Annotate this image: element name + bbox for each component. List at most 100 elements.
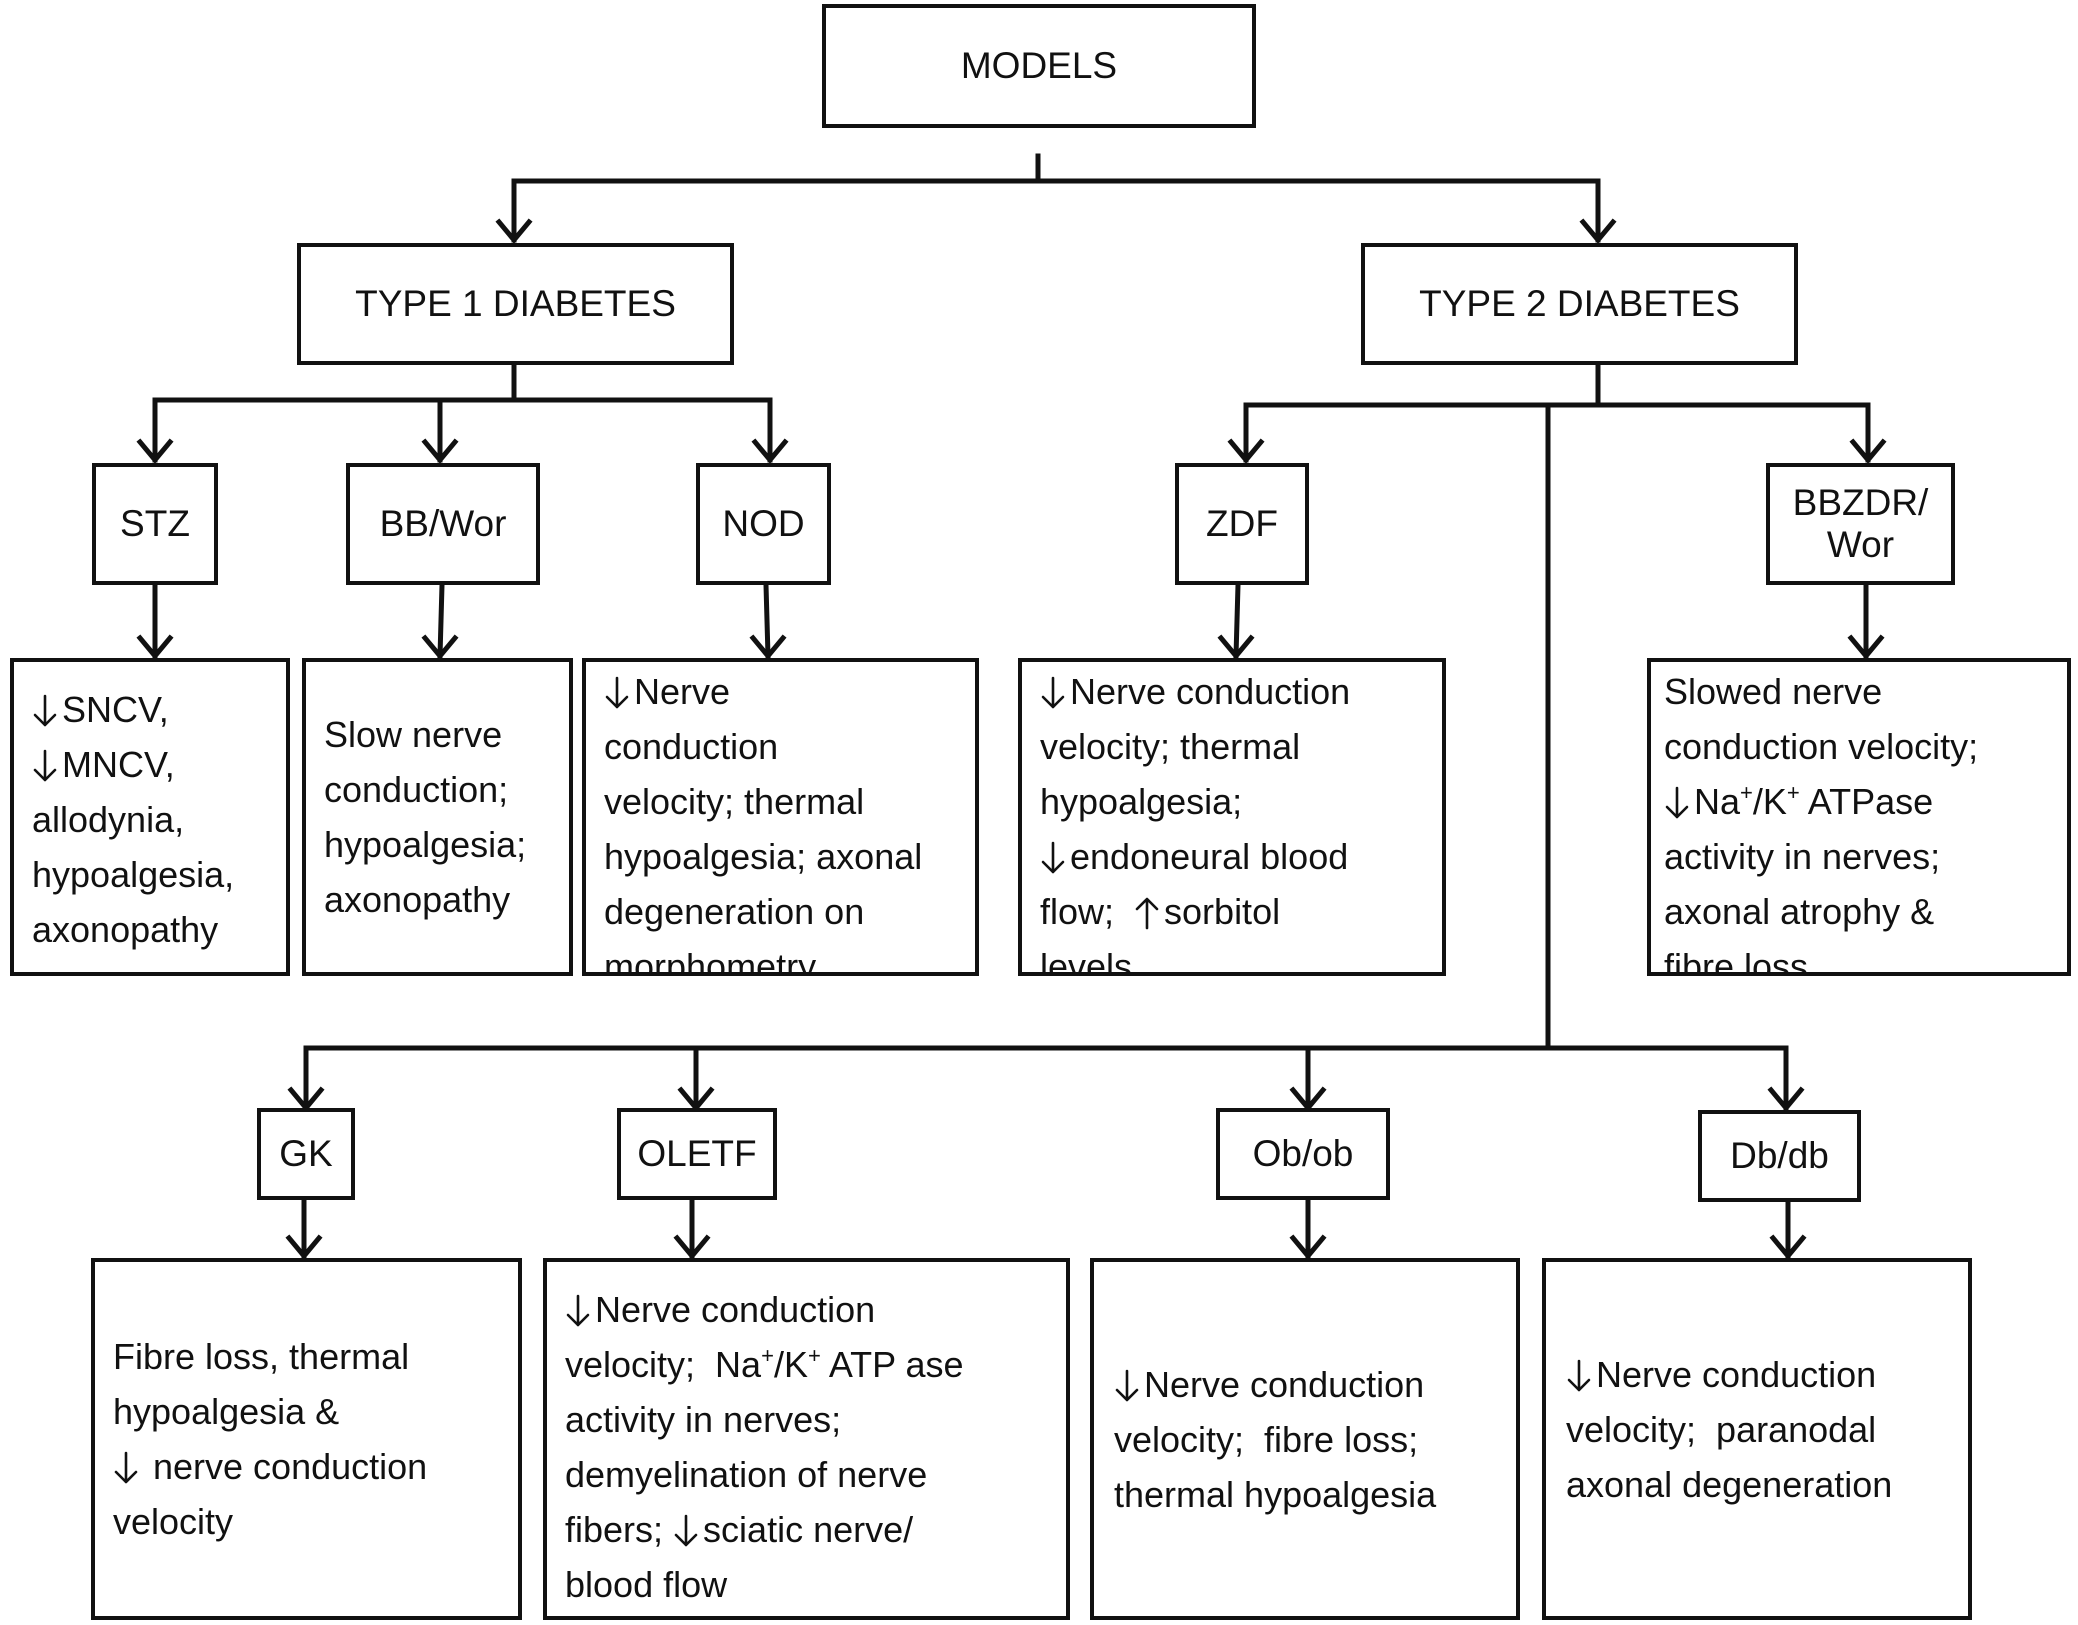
- findings-box-dbdb: Nerve conduction velocity; paranodal axona…: [1542, 1258, 1972, 1620]
- connector-trunk-to-lower-models: [287, 1045, 1805, 1112]
- finding-line: degeneration on: [604, 884, 957, 939]
- connector-lower-to-findings: [285, 1197, 1807, 1260]
- finding-line: Slow nerve: [324, 707, 551, 762]
- finding-line: morphometry: [604, 939, 957, 976]
- finding-line: axonopathy: [32, 902, 268, 957]
- down-arrow-icon: [566, 1294, 590, 1327]
- type1-diabetes-label: TYPE 1 DIABETES: [355, 283, 676, 324]
- model-box-oletf: OLETF: [617, 1108, 777, 1200]
- finding-text: fibers;: [565, 1509, 674, 1550]
- model-label-gk: GK: [279, 1133, 333, 1174]
- finding-line: hypoalgesia;: [324, 817, 551, 872]
- finding-line: Nerve conduction: [1566, 1347, 1950, 1402]
- finding-line: MNCV,: [32, 737, 268, 792]
- finding-text: Fibre loss, thermal: [113, 1336, 410, 1377]
- model-label-bbwor: BB/Wor: [379, 503, 507, 544]
- finding-text: activity in nerves;: [565, 1399, 842, 1440]
- model-label-dbdb: Db/db: [1730, 1135, 1829, 1176]
- finding-line: levels: [1040, 939, 1424, 976]
- finding-text: axonal atrophy &: [1664, 891, 1935, 932]
- model-box-zdf: ZDF: [1175, 463, 1309, 585]
- finding-line: conduction: [604, 719, 957, 774]
- finding-text: hypoalgesia;: [1040, 781, 1243, 822]
- finding-text: Nerve conduction: [1144, 1363, 1425, 1405]
- finding-text: fibre loss: [1664, 946, 1809, 976]
- finding-line: fibre loss: [1664, 939, 2049, 976]
- type2-diabetes-box: TYPE 2 DIABETES: [1361, 243, 1798, 365]
- superscript-charge: +: [807, 1343, 821, 1368]
- model-label-zdf: ZDF: [1206, 503, 1278, 544]
- finding-text: hypoalgesia;: [324, 824, 527, 865]
- findings-box-obob: Nerve conduction velocity; fibre loss; the…: [1090, 1258, 1520, 1620]
- finding-text: morphometry: [604, 946, 817, 976]
- finding-line: velocity; thermal: [1040, 719, 1424, 774]
- down-arrow-icon: [33, 694, 57, 726]
- down-arrow-icon: [33, 749, 57, 781]
- superscript-charge: +: [1740, 780, 1753, 805]
- connector-models-to-types: [495, 153, 1617, 244]
- finding-line: velocity; thermal: [604, 774, 957, 829]
- finding-text: conduction;: [324, 769, 509, 810]
- finding-line: nerve conduction: [113, 1439, 500, 1494]
- finding-text: sciatic nerve/: [703, 1509, 914, 1550]
- finding-text: Nerve conduction: [1070, 671, 1351, 712]
- finding-line: velocity; Na+/K+ ATP ase: [565, 1337, 1048, 1392]
- finding-line: Nerve conduction: [565, 1282, 1048, 1337]
- finding-text: Slow nerve: [324, 714, 503, 755]
- finding-line: thermal hypoalgesia: [1114, 1467, 1498, 1522]
- finding-text: velocity; thermal: [604, 781, 865, 822]
- finding-text: flow;: [1040, 891, 1135, 932]
- finding-text: conduction: [604, 726, 779, 767]
- down-arrow-icon: [114, 1451, 138, 1484]
- finding-line: axonal degeneration: [1566, 1457, 1950, 1512]
- connector-type1-to-models: [136, 360, 789, 464]
- finding-text: velocity: [113, 1501, 234, 1542]
- finding-line: Nerve: [604, 664, 957, 719]
- down-arrow-icon: [1567, 1359, 1591, 1391]
- finding-text: hypoalgesia,: [32, 853, 235, 895]
- down-arrow-icon: [1041, 676, 1065, 709]
- model-box-stz: STZ: [92, 463, 218, 585]
- findings-box-nod: Nerve conduction velocity; thermal hypoalge…: [582, 658, 979, 976]
- model-label-stz: STZ: [120, 503, 190, 544]
- model-label-oletf: OLETF: [637, 1133, 757, 1174]
- finding-text: velocity; fibre loss;: [1114, 1418, 1419, 1460]
- model-box-bbzdr-wor: BBZDR/ Wor: [1766, 463, 1955, 585]
- finding-line: Na+/K+ ATPase: [1664, 774, 2049, 829]
- finding-text: SNCV,: [62, 688, 169, 730]
- model-box-bbwor: BB/Wor: [346, 463, 540, 585]
- finding-line: blood flow: [565, 1557, 1048, 1612]
- finding-line: velocity; paranodal: [1566, 1402, 1950, 1457]
- findings-box-zdf: Nerve conduction velocity; thermal hypoalg…: [1018, 658, 1446, 976]
- finding-line: axonal atrophy &: [1664, 884, 2049, 939]
- finding-text: degeneration on: [604, 891, 865, 932]
- finding-text: thermal hypoalgesia: [1114, 1473, 1437, 1515]
- down-arrow-icon: [605, 676, 629, 709]
- finding-line: fibers; sciatic nerve/: [565, 1502, 1048, 1557]
- superscript-charge: +: [1786, 780, 1800, 805]
- down-arrow-icon: [1665, 786, 1689, 819]
- finding-text: velocity; thermal: [1040, 726, 1301, 767]
- finding-line: Slowed nerve: [1664, 664, 2049, 719]
- finding-line: activity in nerves;: [1664, 829, 2049, 884]
- model-label-nod: NOD: [722, 503, 805, 544]
- finding-text: velocity; paranodal: [1566, 1408, 1877, 1450]
- finding-text: ATP ase: [820, 1344, 964, 1385]
- connector-type2-upper-to-findings: [1217, 582, 1885, 660]
- finding-text: hypoalgesia; axonal: [604, 836, 923, 877]
- finding-line: Fibre loss, thermal: [113, 1329, 500, 1384]
- finding-text: Nerve conduction: [595, 1289, 876, 1330]
- finding-text: levels: [1040, 946, 1133, 976]
- finding-text: Nerve conduction: [1596, 1353, 1877, 1395]
- up-arrow-icon: [1135, 897, 1159, 930]
- down-arrow-icon: [1115, 1369, 1139, 1401]
- finding-line: SNCV,: [32, 682, 268, 737]
- down-arrow-icon: [674, 1514, 698, 1547]
- finding-text: nerve conduction: [143, 1446, 428, 1487]
- finding-text: Na: [1694, 781, 1741, 822]
- finding-text: /K: [773, 1344, 808, 1385]
